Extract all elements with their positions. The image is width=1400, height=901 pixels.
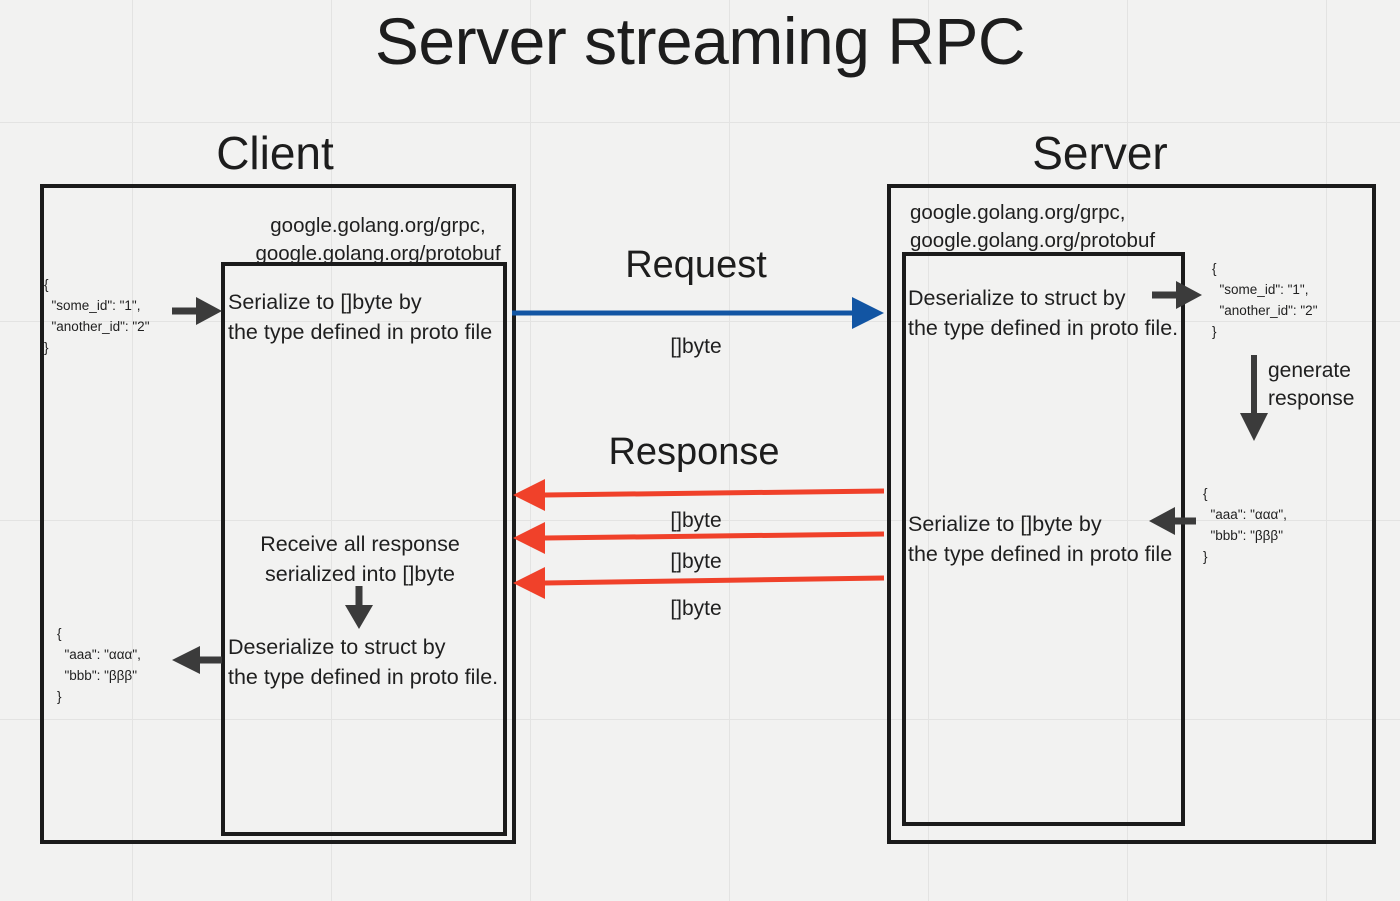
response-payload-label-1: []byte [670, 509, 722, 532]
client-serialize-step: Serialize to []byte by the type defined … [228, 290, 493, 344]
server-boundary-box [887, 184, 1376, 844]
client-library-caption: google.golang.org/grpc, google.golang.or… [255, 214, 501, 265]
response-arrow-1 [513, 479, 885, 511]
client-boundary-box [40, 184, 516, 844]
request-arrow [512, 297, 884, 329]
server-serialize-step: Serialize to []byte by the type defined … [908, 512, 1173, 566]
client-response-json: { "aaa": "ααα", "bbb": "βββ" } [57, 626, 141, 704]
client-deserialize-step: Deserialize to struct by the type define… [228, 635, 499, 689]
server-response-json: { "aaa": "ααα", "bbb": "βββ" } [1203, 486, 1287, 564]
server-request-json: { "some_id": "1", "another_id": "2" } [1212, 261, 1318, 339]
client-receive-step: Receive all response serialized into []b… [260, 532, 460, 586]
page-title: Server streaming RPC [374, 4, 1026, 78]
server-deserialize-step: Deserialize to struct by the type define… [908, 286, 1179, 340]
generate-response-label: generate response [1268, 359, 1355, 411]
request-payload-label: []byte [670, 335, 722, 358]
client-request-json: { "some_id": "1", "another_id": "2" } [44, 277, 150, 355]
client-grpc-library-box [221, 262, 507, 836]
response-flow-label: Response [608, 431, 780, 473]
response-payload-label-2: []byte [670, 550, 722, 573]
server-library-caption: google.golang.org/grpc, google.golang.or… [910, 201, 1156, 252]
client-heading: Client [216, 127, 334, 179]
server-grpc-library-box [902, 252, 1185, 826]
server-heading: Server [1032, 127, 1168, 179]
response-payload-label-3: []byte [670, 597, 722, 620]
request-flow-label: Request [625, 244, 767, 286]
